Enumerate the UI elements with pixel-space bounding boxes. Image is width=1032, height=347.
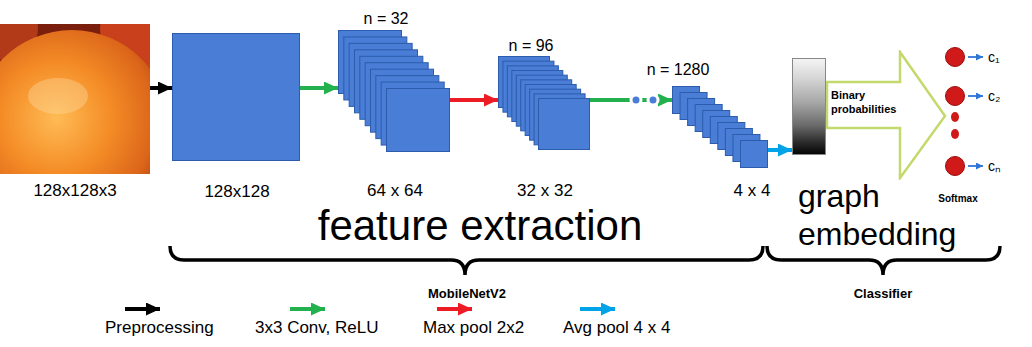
text-wrap: 4 x 4 <box>702 181 802 201</box>
text-wrap: 128x128 <box>162 182 312 202</box>
legend-text: Preprocessing <box>105 318 214 338</box>
class-label: c₁ <box>988 48 1000 66</box>
channel-stack <box>672 86 768 168</box>
leader-arrow <box>968 95 983 97</box>
layer-label: 32 x 32 <box>517 181 573 201</box>
flow-arrow <box>768 148 792 152</box>
feature-map: 128x128 <box>172 33 300 161</box>
legend-arrow <box>125 307 160 311</box>
label-wrap: feature extraction <box>270 203 690 249</box>
text-wrap: 64 x 64 <box>345 181 445 201</box>
section-title: feature extraction <box>318 203 643 249</box>
legend-text: 3x3 Conv, ReLU <box>255 318 378 338</box>
orange-photo <box>0 24 150 174</box>
layer-label: graph embedding <box>798 177 978 253</box>
label-wrap: Softmax <box>923 188 993 206</box>
layer-label: 128x128x3 <box>33 181 116 201</box>
text-wrap: c₁ <box>988 48 1018 66</box>
leader-arrow <box>968 56 983 58</box>
label-wrap: Classifier <box>823 284 943 302</box>
layer-label: n = 32 <box>364 9 409 28</box>
ellipsis-dot <box>648 95 658 105</box>
arrow-text: Binary probabilities <box>831 88 899 116</box>
legend-text: Max pool 2x2 <box>423 318 524 338</box>
layer-label: 64 x 64 <box>367 181 423 201</box>
ellipsis-dot <box>951 129 959 139</box>
embedding-bar: graph embedding <box>792 58 826 155</box>
leader-arrow <box>968 165 983 167</box>
text-wrap: n = 1280 <box>628 60 728 79</box>
class-node: c₂ <box>945 86 965 106</box>
class-node: cₙ <box>945 156 965 176</box>
channel-stack <box>338 30 450 152</box>
flow-arrow <box>150 86 172 90</box>
layer-label: 4 x 4 <box>734 181 771 201</box>
text-wrap: n = 32 <box>336 9 436 28</box>
legend-arrow <box>437 307 472 311</box>
feature-map-stack: n = 9632 x 32 <box>498 56 590 150</box>
flow-arrow <box>450 98 498 102</box>
label-wrap: MobileNetV2 <box>387 284 547 302</box>
text-wrap: n = 96 <box>481 36 581 55</box>
input-image: 128x128x3 <box>0 24 150 174</box>
class-label: cₙ <box>988 157 1001 175</box>
legend-item: 3x3 Conv, ReLU <box>255 318 378 338</box>
layer-label: Softmax <box>938 193 977 205</box>
group-label: Classifier <box>854 286 913 302</box>
legend-item: Avg pool 4 x 4 <box>563 318 670 338</box>
ellipsis-dot <box>631 95 641 105</box>
class-label: c₂ <box>988 87 1000 105</box>
legend-arrow <box>580 307 615 311</box>
block-arrow: Binary probabilities <box>826 50 948 180</box>
text-wrap: c₂ <box>988 87 1018 105</box>
class-node: c₁ <box>945 47 965 67</box>
legend-item: Preprocessing <box>105 318 214 338</box>
flow-arrow <box>300 86 338 90</box>
legend-item: Max pool 2x2 <box>423 318 524 338</box>
layer-label: n = 1280 <box>647 60 710 79</box>
feature-map-stack: n = 12804 x 4 <box>672 86 768 168</box>
group-label: MobileNetV2 <box>428 286 506 302</box>
text-wrap: graph embedding <box>798 177 978 253</box>
legend-text: Avg pool 4 x 4 <box>563 318 670 338</box>
layer-label: 128x128 <box>204 182 269 202</box>
text-wrap: cₙ <box>988 157 1018 175</box>
feature-map-stack: n = 3264 x 64 <box>338 30 450 152</box>
text-wrap: 128x128x3 <box>0 181 150 201</box>
curly-brace <box>170 246 763 275</box>
layer-label: n = 96 <box>509 36 554 55</box>
text-wrap: 32 x 32 <box>495 181 595 201</box>
ellipsis-dot <box>951 112 959 122</box>
channel-stack <box>498 56 590 150</box>
text-wrap: Binary probabilities <box>831 88 899 117</box>
legend-arrow <box>290 307 325 311</box>
